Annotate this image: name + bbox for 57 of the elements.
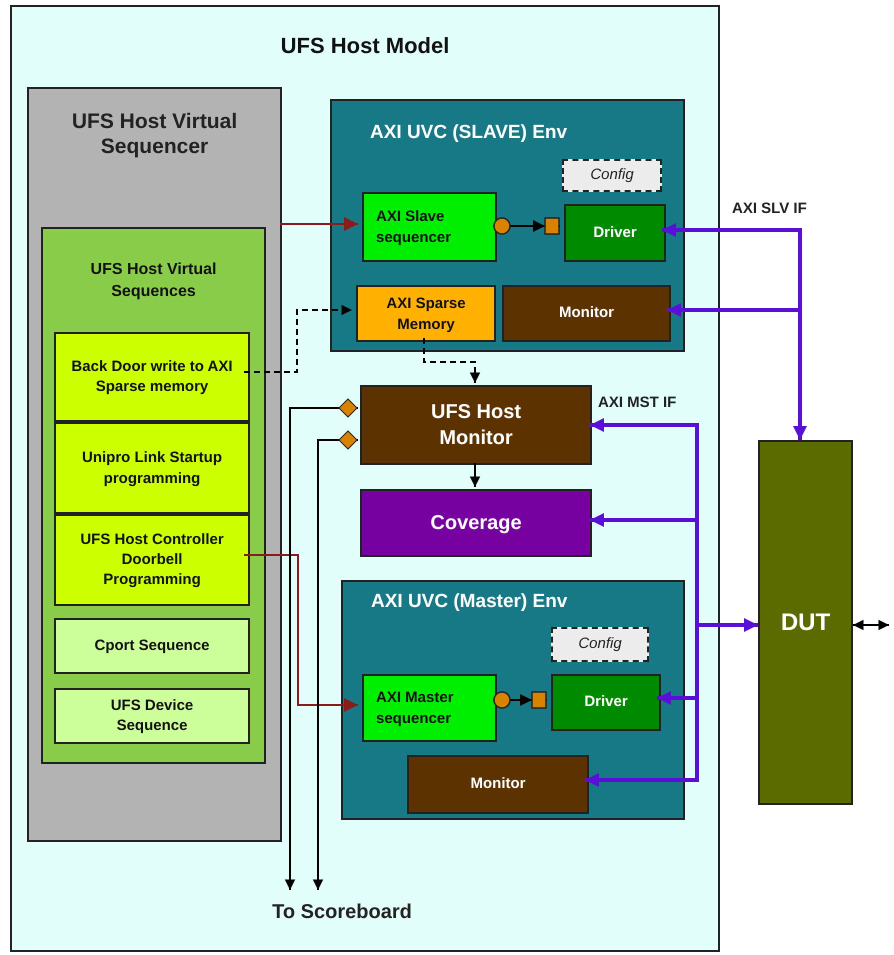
driver-box xyxy=(564,204,666,262)
scoreboard-label: To Scoreboard xyxy=(227,892,457,932)
sequence-label: Cport Sequence xyxy=(94,636,210,656)
sequence-label: Unipro Link Startup programming xyxy=(81,448,223,489)
memory-box xyxy=(356,285,496,342)
config-box xyxy=(562,159,662,192)
monitor-box xyxy=(502,285,671,342)
panel-title: AXI UVC (SLAVE) Env xyxy=(370,121,568,145)
sequence-box xyxy=(54,618,250,674)
model-frame xyxy=(10,5,720,952)
env-panel xyxy=(341,580,685,820)
sequence-label: UFS Device Sequence xyxy=(110,696,194,736)
arrow xyxy=(244,554,358,712)
arrow xyxy=(244,304,352,373)
sequence-box xyxy=(54,422,250,514)
driver-label: Driver xyxy=(584,692,628,712)
env-panel xyxy=(330,99,685,352)
driver-label: Driver xyxy=(593,222,637,243)
panel-title: UFS Host Virtual Sequencer xyxy=(70,109,238,159)
driver-box xyxy=(551,674,661,731)
monitor-box xyxy=(407,755,589,814)
panel-title: AXI UVC (Master) Env xyxy=(371,590,568,614)
arrow xyxy=(493,691,547,709)
arrow xyxy=(423,338,480,383)
memory-label: AXI Sparse Memory xyxy=(385,294,467,334)
sequencer-box xyxy=(362,192,497,262)
arrow xyxy=(284,398,358,890)
monitor-box xyxy=(360,385,592,465)
sequencer-label: AXI Slave sequencer xyxy=(375,207,452,248)
arrow xyxy=(493,217,560,235)
monitor-label: Monitor xyxy=(470,774,526,794)
monitor-label: UFS Host Monitor xyxy=(430,400,522,451)
sequencer-box xyxy=(362,674,497,742)
monitor-label: Monitor xyxy=(559,303,614,324)
arrow xyxy=(470,463,480,487)
arrow xyxy=(853,620,889,630)
sequence-label: UFS Host Controller Doorbell Programming xyxy=(79,530,225,590)
coverage-box xyxy=(360,489,592,557)
sequencer-label: AXI Master sequencer xyxy=(375,688,455,729)
frame-title: UFS Host Model xyxy=(280,32,450,60)
config-box xyxy=(551,627,649,662)
sequence-box xyxy=(54,332,250,422)
dut-label: DUT xyxy=(780,608,830,638)
interface-label: AXI SLV IF xyxy=(732,199,807,219)
arrow xyxy=(280,217,358,231)
config-label: Config xyxy=(578,634,622,654)
sequence-box xyxy=(54,688,250,744)
interface-label: AXI MST IF xyxy=(598,393,676,413)
sequencer-panel xyxy=(27,87,282,842)
sequences-panel xyxy=(41,227,266,764)
panel-title: UFS Host Virtual Sequences xyxy=(90,260,218,302)
arrow xyxy=(312,430,358,890)
coverage-label: Coverage xyxy=(430,511,522,536)
dut-box xyxy=(758,440,853,805)
sequence-box xyxy=(54,514,250,606)
config-label: Config xyxy=(590,165,634,186)
sequence-label: Back Door write to AXI Sparse memory xyxy=(70,357,234,397)
